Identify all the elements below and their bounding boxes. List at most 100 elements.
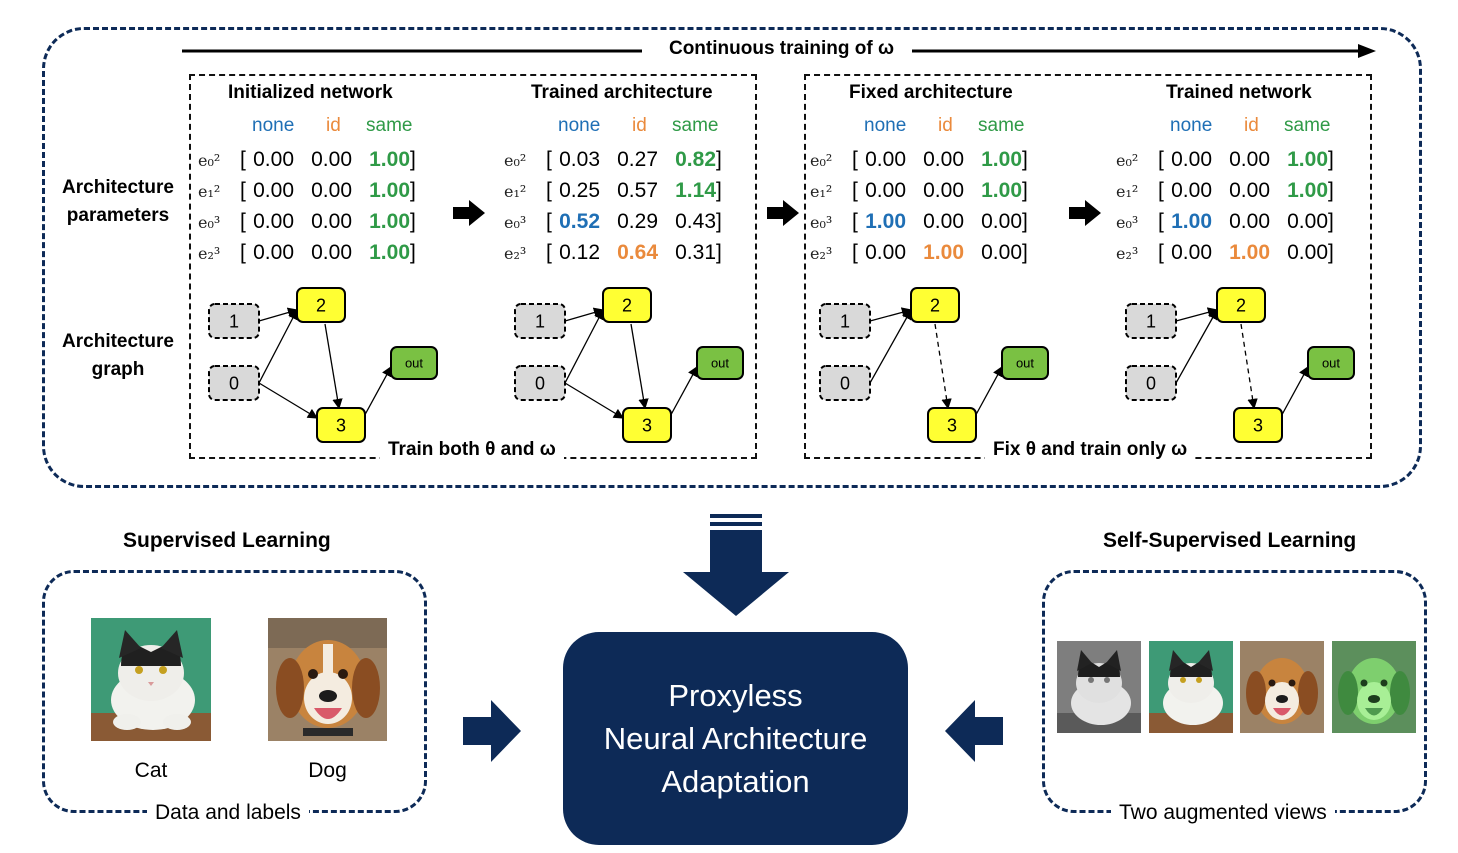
stage-arrow-3 [1069, 200, 1101, 226]
stage-arrow-2 [767, 200, 799, 226]
graph-edge [934, 323, 952, 410]
matrix-cell: 0.29 [617, 210, 658, 233]
matrix-cell: 0.12 [559, 241, 600, 264]
node-0-label: 0 [1146, 373, 1156, 393]
edge-label: e₀³ [198, 213, 221, 232]
node-2-label: 2 [316, 295, 326, 315]
self-supervised-learning-title: Self-Supervised Learning [1103, 529, 1357, 552]
node-2-box [602, 287, 652, 323]
matrix-cell: 0.27 [617, 148, 658, 171]
node-1-box [208, 303, 260, 339]
node-3-label: 3 [336, 415, 346, 435]
proxyless-nas-adaptation-box: Proxyless Neural Architecture Adaptation [563, 632, 908, 845]
column-header-id: id [632, 115, 647, 136]
graph-edge [564, 382, 625, 419]
matrix-cell: 1.00 [923, 241, 964, 264]
bracket-open: [ [240, 210, 246, 233]
matrix-cell: 0.31 [675, 241, 716, 264]
stage-title: Fixed architecture [849, 82, 1013, 103]
matrix-cell: 1.00 [369, 210, 410, 233]
right-arrow-icon [463, 700, 521, 762]
matrix-cell: 0.00 [253, 241, 294, 264]
edge-label: e₂³ [810, 244, 833, 263]
graph-edge [1175, 307, 1219, 322]
bracket-close: ] [410, 210, 416, 233]
graph-edge [1175, 308, 1218, 384]
matrix-cell: 0.00 [311, 148, 352, 171]
bracket-open: [ [852, 148, 858, 171]
matrix-cell: 0.00 [253, 210, 294, 233]
node-1-box [1125, 303, 1177, 339]
column-header-id: id [938, 115, 953, 136]
bracket-close: ] [410, 148, 416, 171]
node-out-label: out [1016, 356, 1034, 371]
graph-edge [630, 323, 649, 410]
edge-label: e₁² [1116, 182, 1139, 201]
graph-edge [564, 307, 605, 322]
node-0-box [1125, 365, 1177, 401]
bracket-close: ] [716, 148, 722, 171]
node-2-box [1216, 287, 1266, 323]
bracket-open: [ [1158, 210, 1164, 233]
augmented-view-dog-color [1240, 641, 1324, 733]
node-0-box [819, 365, 871, 401]
matrix-cell: 0.00 [865, 148, 906, 171]
matrix-cell: 0.00 [1287, 210, 1328, 233]
node-1-label: 1 [535, 311, 545, 331]
edge-label: e₀² [1116, 151, 1139, 170]
column-header-same: same [366, 115, 413, 136]
matrix-cell: 0.00 [1171, 148, 1212, 171]
node-3-label: 3 [947, 415, 957, 435]
node-1-box [819, 303, 871, 339]
node-3-box [622, 407, 672, 443]
cat-label: Cat [134, 759, 168, 782]
matrix-cell: 0.00 [1287, 241, 1328, 264]
node-3-label: 3 [1253, 415, 1263, 435]
matrix-cell: 1.00 [369, 148, 410, 171]
matrix-cell: 0.00 [253, 148, 294, 171]
node-1-label: 1 [229, 311, 239, 331]
bracket-open: [ [546, 241, 552, 264]
left-arrow-icon [945, 700, 1003, 762]
node-1-label: 1 [840, 311, 850, 331]
column-header-none: none [252, 115, 295, 136]
dog-label: Dog [308, 759, 347, 782]
matrix-cell: 0.00 [923, 148, 964, 171]
matrix-cell: 1.14 [675, 179, 716, 202]
stage-title: Initialized network [228, 82, 393, 103]
panel-caption-fix-theta: Fix θ and train only ω [985, 439, 1196, 461]
matrix-cell: 0.82 [675, 148, 716, 171]
cat-image [91, 618, 211, 741]
row-label-line: parameters [66, 205, 170, 226]
bracket-open: [ [1158, 179, 1164, 202]
bracket-close: ] [1022, 210, 1028, 233]
bracket-close: ] [1328, 148, 1334, 171]
bracket-close: ] [716, 210, 722, 233]
graph-edge [1240, 323, 1258, 410]
stage-title: Trained network [1166, 82, 1312, 103]
matrix-cell: 1.00 [369, 241, 410, 264]
node-0-box [514, 365, 566, 401]
node-out-box [390, 346, 438, 380]
matrix-cell: 0.64 [617, 241, 658, 264]
augmented-view-cat-grayscale [1057, 641, 1141, 733]
edge-label: e₀² [198, 151, 221, 170]
matrix-cell: 0.00 [981, 241, 1022, 264]
node-out-label: out [1322, 356, 1340, 371]
graph-edge [869, 307, 913, 322]
row-label-architecture-parameters: Architecture parameters [52, 174, 184, 230]
matrix-cell: 0.00 [923, 210, 964, 233]
node-out-label: out [405, 356, 423, 371]
matrix-cell: 1.00 [865, 210, 906, 233]
row-label-architecture-graph: Architecture graph [52, 328, 184, 384]
